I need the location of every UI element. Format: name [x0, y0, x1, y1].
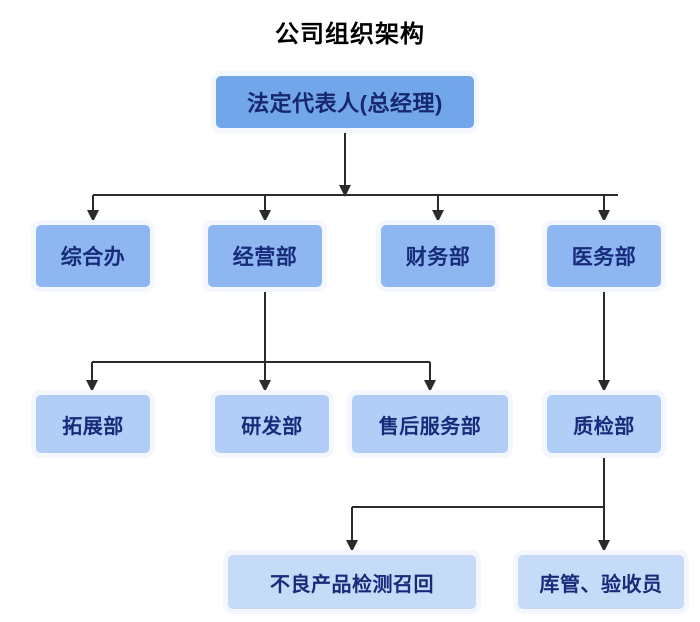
node-finance-department[interactable]: 财务部 [381, 225, 495, 287]
page-title: 公司组织架构 [275, 21, 425, 48]
node-label: 不良产品检测召回 [270, 573, 434, 596]
arrowhead-cwb [432, 210, 444, 222]
node-label: 经营部 [232, 246, 298, 269]
node-legal-representative[interactable]: 法定代表人(总经理) [216, 76, 474, 128]
node-medical-affairs-department[interactable]: 医务部 [547, 225, 661, 287]
node-defective-product-recall[interactable]: 不良产品检测召回 [228, 555, 476, 609]
node-after-sales-department[interactable]: 售后服务部 [352, 395, 508, 453]
node-expansion-department[interactable]: 拓展部 [36, 395, 150, 453]
node-label: 库管、验收员 [539, 573, 663, 596]
arrowhead-root-to-bus [339, 185, 351, 197]
arrowhead-zjb [598, 380, 610, 392]
node-warehouse-and-inspector[interactable]: 库管、验收员 [518, 555, 684, 609]
node-label: 研发部 [241, 415, 303, 438]
arrowhead-jyb [259, 210, 271, 222]
node-label: 拓展部 [62, 415, 124, 438]
arrowhead-tzb [86, 380, 98, 392]
arrowhead-zhhb [87, 210, 99, 222]
arrowhead-ywb [598, 210, 610, 222]
node-label: 售后服务部 [378, 415, 482, 438]
node-rnd-department[interactable]: 研发部 [215, 395, 329, 453]
node-label: 财务部 [405, 246, 471, 269]
node-general-affairs-office[interactable]: 综合办 [36, 225, 150, 287]
node-quality-inspection-department[interactable]: 质检部 [547, 395, 661, 453]
node-operations-department[interactable]: 经营部 [208, 225, 322, 287]
arrowhead-kgysy [598, 540, 610, 552]
arrowhead-shfwb [424, 380, 436, 392]
arrowhead-yfb [259, 380, 271, 392]
node-label: 质检部 [573, 415, 635, 438]
node-label: 医务部 [571, 246, 637, 269]
node-label: 综合办 [60, 246, 126, 269]
node-label: 法定代表人(总经理) [247, 91, 443, 116]
arrowhead-blcp [346, 540, 358, 552]
